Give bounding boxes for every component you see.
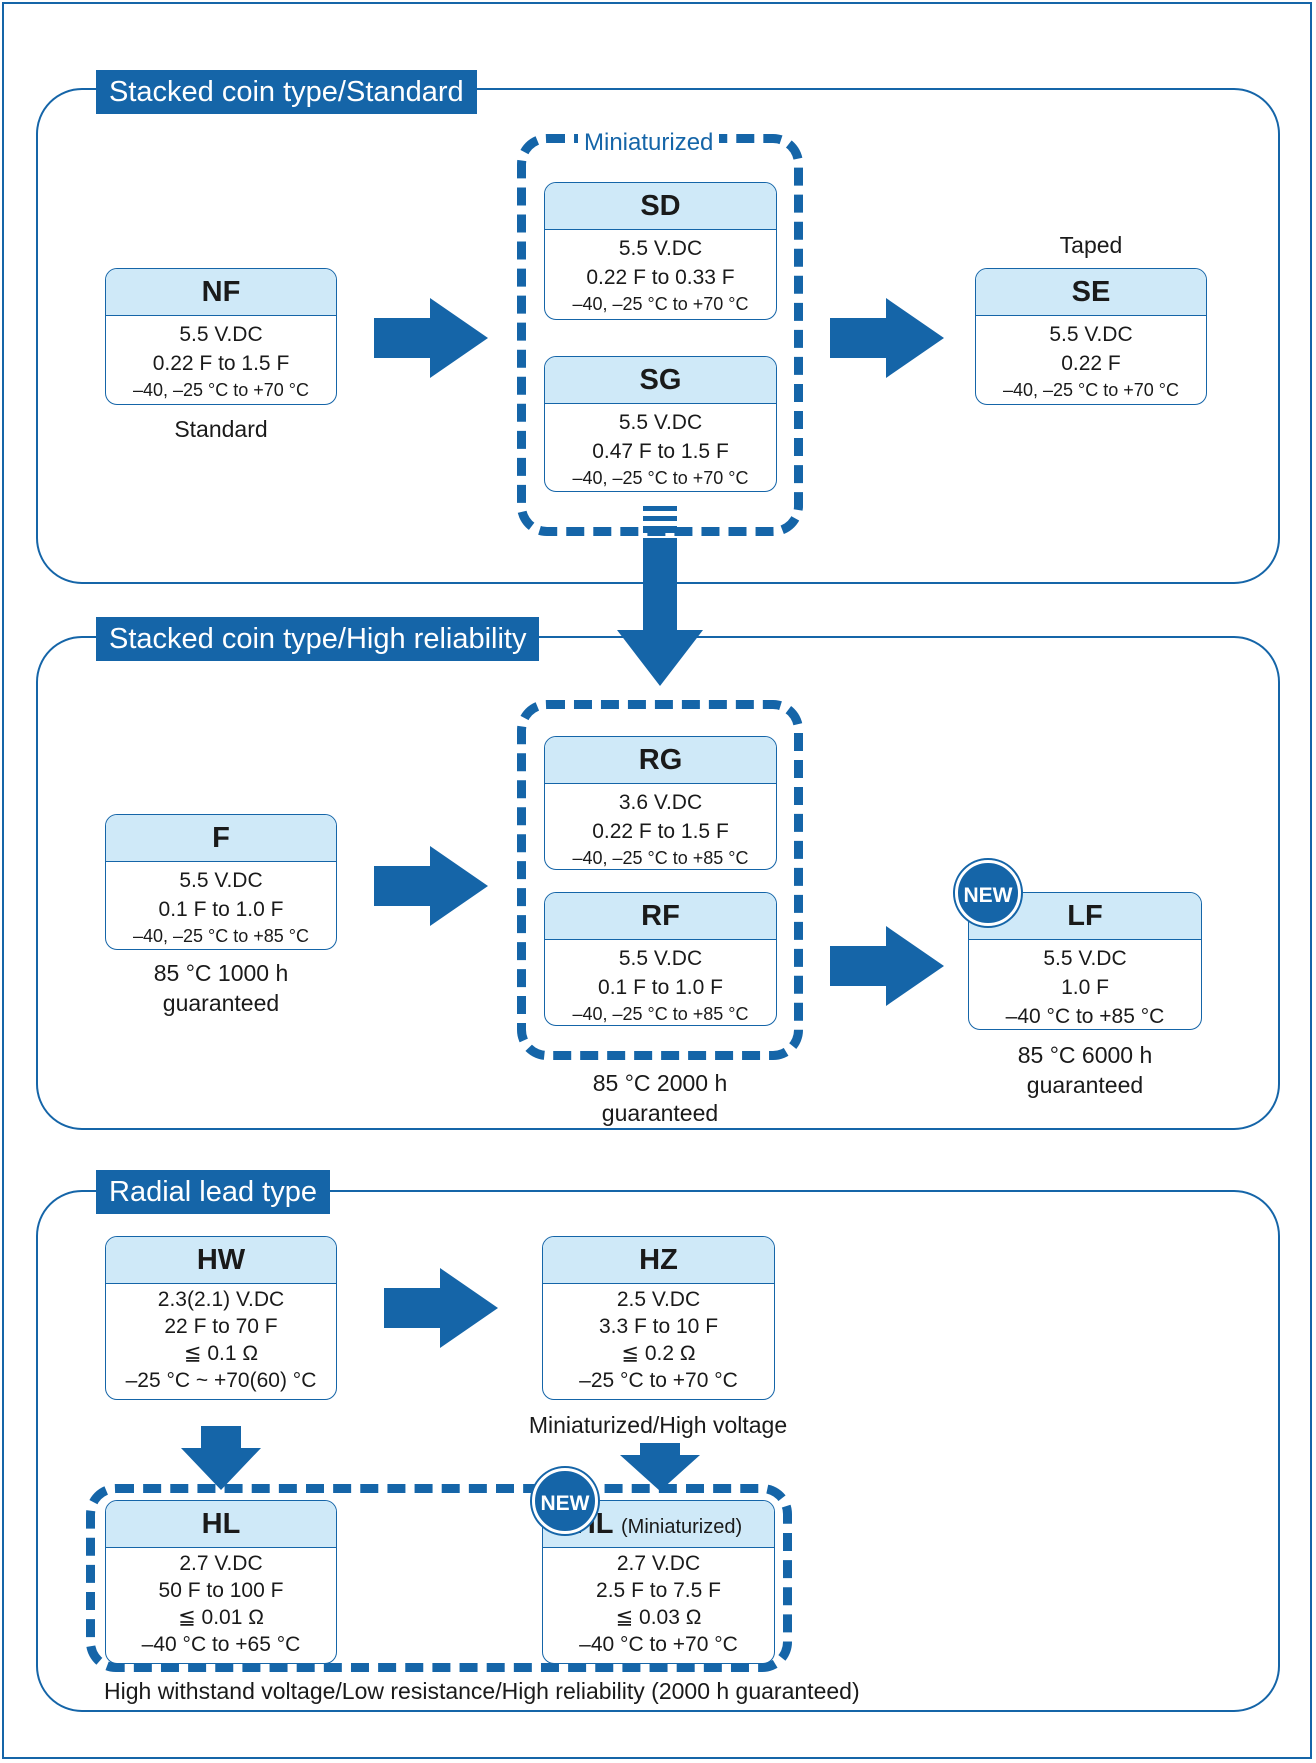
caption-hl-group: High withstand voltage/Low resistance/Hi… [104, 1678, 860, 1704]
new-badge: NEW [955, 860, 1021, 926]
caption-r-group: 85 °C 2000 h guaranteed [517, 1068, 803, 1128]
arrow-miniaturized-to-se [830, 298, 944, 378]
card-temperature: –40 °C to +70 °C [579, 1633, 738, 1656]
arrow-nf-to-miniaturized [374, 298, 488, 378]
card-temperature: –25 °C to +70 °C [579, 1369, 738, 1392]
card-temperature: –25 °C ~ +70(60) °C [125, 1369, 317, 1392]
card-name: HL [106, 1501, 336, 1548]
card-resistance: ≦ 0.1 Ω [183, 1342, 259, 1365]
arrow-r-group-to-lf [830, 926, 944, 1006]
card-capacitance: 0.22 F [1061, 352, 1121, 375]
product-card-f: F 5.5 V.DC 0.1 F to 1.0 F –40, –25 °C to… [105, 814, 337, 950]
caption-line: guaranteed [1026, 1072, 1144, 1098]
card-voltage: 2.5 V.DC [616, 1288, 701, 1311]
product-card-se: SE 5.5 V.DC 0.22 F –40, –25 °C to +70 °C [975, 268, 1207, 405]
caption-line: 85 °C 1000 h [153, 960, 289, 986]
card-name: SD [545, 183, 776, 230]
card-name: RG [545, 737, 776, 784]
product-card-hw: HW 2.3(2.1) V.DC 22 F to 70 F ≦ 0.1 Ω –2… [105, 1236, 337, 1400]
card-name: F [106, 815, 336, 862]
caption-line: 85 °C 2000 h [592, 1070, 728, 1096]
card-voltage: 2.3(2.1) V.DC [157, 1288, 285, 1311]
product-card-hz: HZ 2.5 V.DC 3.3 F to 10 F ≦ 0.2 Ω –25 °C… [542, 1236, 775, 1400]
card-name: RF [545, 893, 776, 940]
card-capacitance: 0.1 F to 1.0 F [598, 976, 723, 999]
product-card-rf: RF 5.5 V.DC 0.1 F to 1.0 F –40, –25 °C t… [544, 892, 777, 1026]
card-voltage: 3.6 V.DC [618, 791, 703, 814]
card-capacitance: 0.1 F to 1.0 F [158, 898, 284, 921]
caption-se: Taped [1059, 232, 1123, 258]
section-title-high-reliability: Stacked coin type/High reliability [96, 617, 540, 661]
card-capacitance: 22 F to 70 F [164, 1315, 278, 1338]
card-voltage: 5.5 V.DC [179, 323, 263, 346]
caption-line: guaranteed [601, 1100, 719, 1126]
arrow-hz-to-hl-miniaturized [620, 1443, 700, 1491]
card-voltage: 2.7 V.DC [179, 1552, 263, 1575]
product-card-sd: SD 5.5 V.DC 0.22 F to 0.33 F –40, –25 °C… [544, 182, 777, 320]
caption-f: 85 °C 1000 h guaranteed [105, 958, 337, 1018]
new-badge: NEW [532, 1468, 598, 1534]
product-card-sg: SG 5.5 V.DC 0.47 F to 1.5 F –40, –25 °C … [544, 356, 777, 492]
card-voltage: 5.5 V.DC [618, 411, 703, 434]
card-name: NF [106, 269, 336, 316]
card-name: SE [976, 269, 1206, 316]
card-temperature: –40, –25 °C to +85 °C [572, 848, 749, 868]
card-voltage: 5.5 V.DC [179, 869, 263, 892]
arrow-hw-to-hl [181, 1426, 261, 1490]
high-reliability-group [517, 700, 803, 1060]
product-card-rg: RG 3.6 V.DC 0.22 F to 1.5 F –40, –25 °C … [544, 736, 777, 870]
product-card-hl: HL 2.7 V.DC 50 F to 100 F ≦ 0.01 Ω –40 °… [105, 1500, 337, 1664]
arrow-hw-to-hz [384, 1268, 498, 1348]
card-temperature: –40, –25 °C to +70 °C [1002, 380, 1179, 400]
caption-hz: Miniaturized/High voltage [528, 1412, 788, 1438]
card-name: HW [106, 1237, 336, 1284]
miniaturized-label: Miniaturized [578, 128, 720, 158]
caption-lf: 85 °C 6000 h guaranteed [968, 1040, 1202, 1100]
caption-nf: Standard [174, 416, 268, 442]
card-capacitance: 0.22 F to 0.33 F [586, 266, 735, 289]
caption-line: guaranteed [162, 990, 280, 1016]
card-resistance: ≦ 0.03 Ω [615, 1606, 702, 1629]
card-temperature: –40, –25 °C to +70 °C [132, 380, 309, 400]
card-resistance: ≦ 0.2 Ω [621, 1342, 696, 1365]
card-capacitance: 0.47 F to 1.5 F [592, 440, 729, 463]
arrow-f-to-r-group [374, 846, 488, 926]
product-card-nf: NF 5.5 V.DC 0.22 F to 1.5 F –40, –25 °C … [105, 268, 337, 405]
card-voltage: 5.5 V.DC [618, 237, 703, 260]
card-temperature: –40 °C to +85 °C [1005, 1005, 1165, 1028]
card-voltage: 2.7 V.DC [616, 1552, 701, 1575]
card-name: HZ [543, 1237, 774, 1284]
arrow-standard-to-high-reliability [617, 506, 703, 686]
card-resistance: ≦ 0.01 Ω [178, 1606, 264, 1629]
card-capacitance: 1.0 F [1061, 976, 1109, 999]
card-capacitance: 50 F to 100 F [158, 1579, 284, 1602]
card-temperature: –40, –25 °C to +70 °C [572, 468, 749, 488]
card-voltage: 5.5 V.DC [618, 947, 703, 970]
section-title-radial: Radial lead type [96, 1170, 330, 1214]
card-capacitance: 0.22 F to 1.5 F [152, 352, 290, 375]
card-temperature: –40, –25 °C to +85 °C [132, 926, 309, 946]
hl-group [86, 1484, 792, 1672]
card-capacitance: 0.22 F to 1.5 F [592, 820, 729, 843]
card-capacitance: 2.5 F to 7.5 F [596, 1579, 721, 1602]
card-temperature: –40 °C to +65 °C [141, 1633, 301, 1656]
section-title-standard: Stacked coin type/Standard [96, 70, 477, 114]
card-capacitance: 3.3 F to 10 F [598, 1315, 719, 1338]
card-name-sub: (Miniaturized) [621, 1516, 743, 1538]
card-voltage: 5.5 V.DC [1049, 323, 1133, 346]
card-temperature: –40, –25 °C to +85 °C [572, 1004, 749, 1024]
caption-line: 85 °C 6000 h [1017, 1042, 1153, 1068]
card-voltage: 5.5 V.DC [1043, 947, 1127, 970]
card-temperature: –40, –25 °C to +70 °C [572, 294, 749, 314]
card-name: SG [545, 357, 776, 404]
